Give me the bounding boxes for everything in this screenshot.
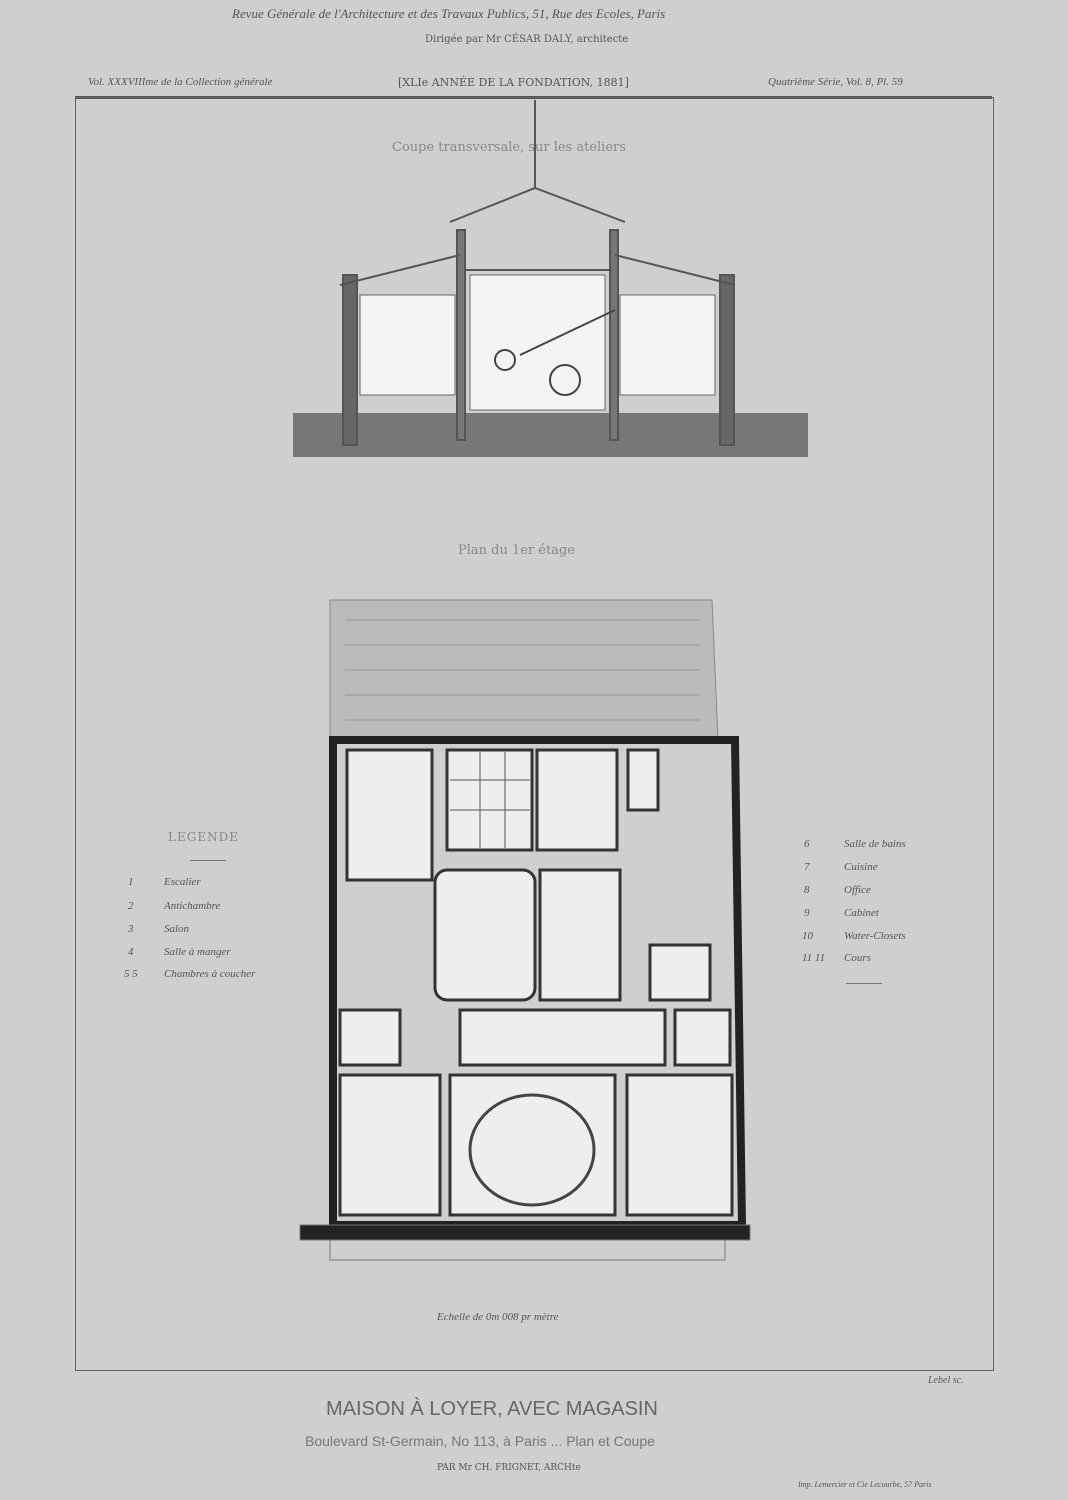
legend-item: 8 — [804, 884, 810, 896]
legend-item: 2 — [128, 900, 134, 912]
legend-label: Escalier — [164, 876, 201, 888]
legend-label: Antichambre — [164, 900, 221, 912]
legend-num: 6 — [804, 838, 810, 850]
legend-item: 11 11 — [802, 952, 825, 964]
legend-item: Chambres à coucher — [164, 968, 255, 980]
legend-num: 2 — [128, 900, 134, 912]
plate-author: PAR Mr CH. FRIGNET, ARCHte — [437, 1463, 581, 1473]
legend-label: Salon — [164, 923, 190, 935]
volume-center: [XLIe ANNÉE DE LA FONDATION, 1881] — [398, 76, 629, 89]
legend-num: 8 — [804, 884, 810, 896]
legend-item: 5 5 — [124, 968, 138, 980]
printer-credit: Imp. Lemercier et Cie Lecourbe, 57 Paris — [798, 1480, 932, 1489]
plate-subtitle: Boulevard St-Germain, No 113, à Paris ..… — [305, 1433, 655, 1449]
legend-label: Salle de bains — [844, 838, 906, 850]
legend-num: 3 — [128, 923, 134, 935]
legend-label: Chambres à coucher — [164, 968, 256, 980]
legend-num: 1 — [128, 876, 134, 888]
salon-rotunda — [468, 1093, 596, 1207]
legend-item: Cabinet — [844, 907, 879, 919]
legend-label: Cabinet — [844, 907, 879, 919]
legend-item: Salon — [164, 923, 189, 935]
legend-label: Salle à manger — [164, 946, 231, 958]
legend-item: Cours — [844, 952, 871, 964]
plate-frame — [75, 97, 994, 1371]
legend-num: 11 11 — [802, 952, 826, 964]
legend-num: 9 — [804, 907, 810, 919]
legend-num: 10 — [802, 930, 813, 942]
plan-scale: Echelle de 0m 008 pr mètre — [437, 1311, 559, 1323]
courtyard-stripes — [345, 619, 700, 721]
legend-item: 3 — [128, 923, 134, 935]
legend-item: Water-Closets — [844, 930, 906, 942]
legend-item: Office — [844, 884, 871, 896]
section-roof — [339, 100, 736, 286]
interior-walls — [338, 748, 734, 1217]
legend-item: 6 — [804, 838, 810, 850]
legend-item: Salle à manger — [164, 946, 231, 958]
legend-num: 5 5 — [124, 968, 138, 980]
legend-label: Cours — [844, 952, 871, 964]
section-walls — [342, 229, 735, 446]
legend-item: 4 — [128, 946, 134, 958]
legend-item: 7 — [804, 861, 810, 873]
legend-num: 4 — [128, 946, 134, 958]
legend-label: Water-Closets — [844, 930, 906, 942]
legend-item: Cuisine — [844, 861, 878, 873]
legend-item: 9 — [804, 907, 810, 919]
legend-item: 10 — [802, 930, 813, 942]
legend-item: 1 — [128, 876, 134, 888]
street-facade — [299, 1224, 751, 1261]
legend-title: LEGENDE — [168, 830, 239, 844]
stair-grid — [450, 752, 530, 848]
volume-left: Vol. XXXVIIIme de la Collection générale — [88, 76, 273, 88]
legend-item: Antichambre — [164, 900, 220, 912]
section-rooms — [359, 274, 716, 411]
legend-item: Escalier — [164, 876, 201, 888]
director-line: Dirigée par Mr CÉSAR DALY, architecte — [425, 34, 629, 45]
engraver-credit: Lebel sc. — [928, 1375, 964, 1386]
legend-rule — [190, 860, 226, 861]
legend-item: Salle de bains — [844, 838, 906, 850]
section-title: Coupe transversale, sur les ateliers — [392, 140, 626, 155]
plate-title: MAISON À LOYER, AVEC MAGASIN — [326, 1398, 658, 1420]
volume-right: Quatrième Série, Vol. 8, Pl. 59 — [768, 76, 903, 88]
legend-label: Cuisine — [844, 861, 878, 873]
machinery — [494, 309, 616, 396]
publication-header: Revue Générale de l'Architecture et des … — [232, 6, 666, 21]
plan-title: Plan du 1er étage — [458, 543, 575, 558]
legend-num: 7 — [804, 861, 810, 873]
legend-rule — [846, 983, 882, 984]
legend-label: Office — [844, 884, 871, 896]
